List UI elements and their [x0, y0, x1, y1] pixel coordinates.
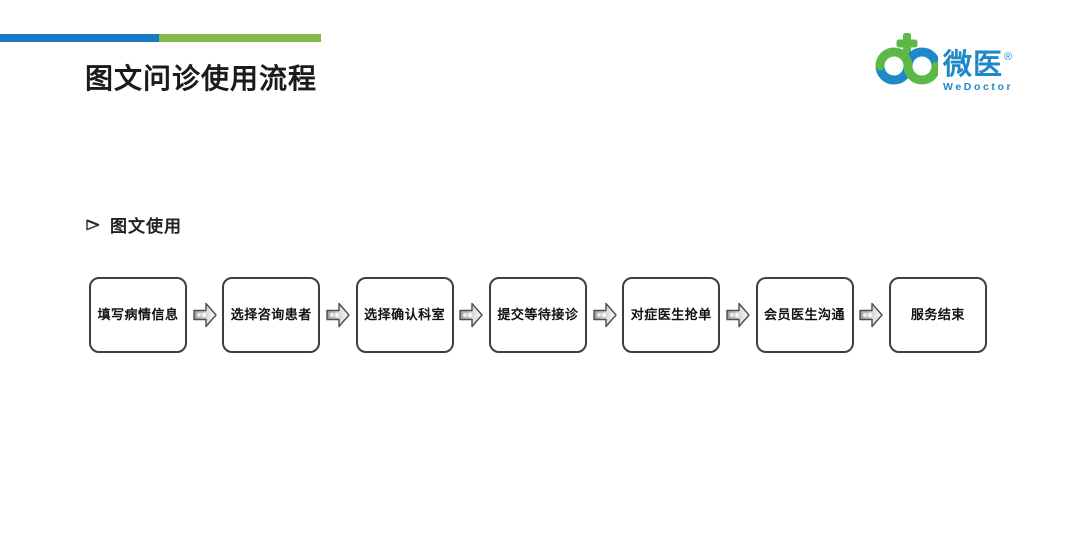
accent-bar — [0, 34, 321, 42]
logo-brand-cn: 微医® — [943, 42, 1013, 80]
arrowhead-bullet-icon — [86, 218, 100, 230]
flow-step-box: 会员医生沟通 — [755, 277, 854, 353]
flow-step-label: 对症医生抢单 — [630, 306, 712, 322]
page-title: 图文问诊使用流程 — [85, 63, 318, 94]
flow-step-label: 填写病情信息 — [97, 306, 179, 322]
flow-step-box: 填写病情信息 — [89, 277, 187, 353]
logo-brand-cn-text: 微医 — [943, 49, 1004, 81]
wedoctor-logo-text: 微医® WeDoctor — [943, 30, 1013, 93]
flow-right-arrow-icon — [726, 300, 750, 330]
flow-step-label: 选择咨询患者 — [230, 306, 312, 322]
flow-right-arrow-icon — [593, 300, 617, 330]
wedoctor-infinity-logo-icon — [875, 33, 938, 85]
section-heading: 图文使用 — [85, 212, 182, 237]
flow-step-box: 服务结束 — [888, 277, 987, 353]
flow-step-box: 选择确认科室 — [355, 277, 454, 353]
flow-diagram: 填写病情信息 选择咨询患者 选择确认科室 提交等待接诊 对症医生抢单 会员医生沟… — [89, 277, 987, 353]
registered-trademark-mark: ® — [1004, 51, 1014, 63]
accent-bar-green-segment — [159, 34, 321, 42]
flow-right-arrow-icon — [326, 300, 350, 330]
wedoctor-logo: 微医® WeDoctor — [874, 30, 1013, 93]
flow-step-label: 选择确认科室 — [364, 306, 446, 322]
flow-right-arrow-icon — [459, 300, 483, 330]
flow-right-arrow-icon — [193, 300, 217, 330]
section-label: 图文使用 — [110, 217, 182, 236]
flow-right-arrow-icon — [859, 300, 883, 330]
flow-step-box: 选择咨询患者 — [222, 277, 321, 353]
logo-brand-en: WeDoctor — [943, 81, 1014, 93]
flow-step-label: 服务结束 — [910, 306, 965, 322]
accent-bar-blue-segment — [0, 34, 159, 42]
flow-step-box: 对症医生抢单 — [622, 277, 721, 353]
flow-step-label: 会员医生沟通 — [764, 306, 846, 322]
flow-step-box: 提交等待接诊 — [488, 277, 587, 353]
flow-step-label: 提交等待接诊 — [497, 306, 579, 322]
